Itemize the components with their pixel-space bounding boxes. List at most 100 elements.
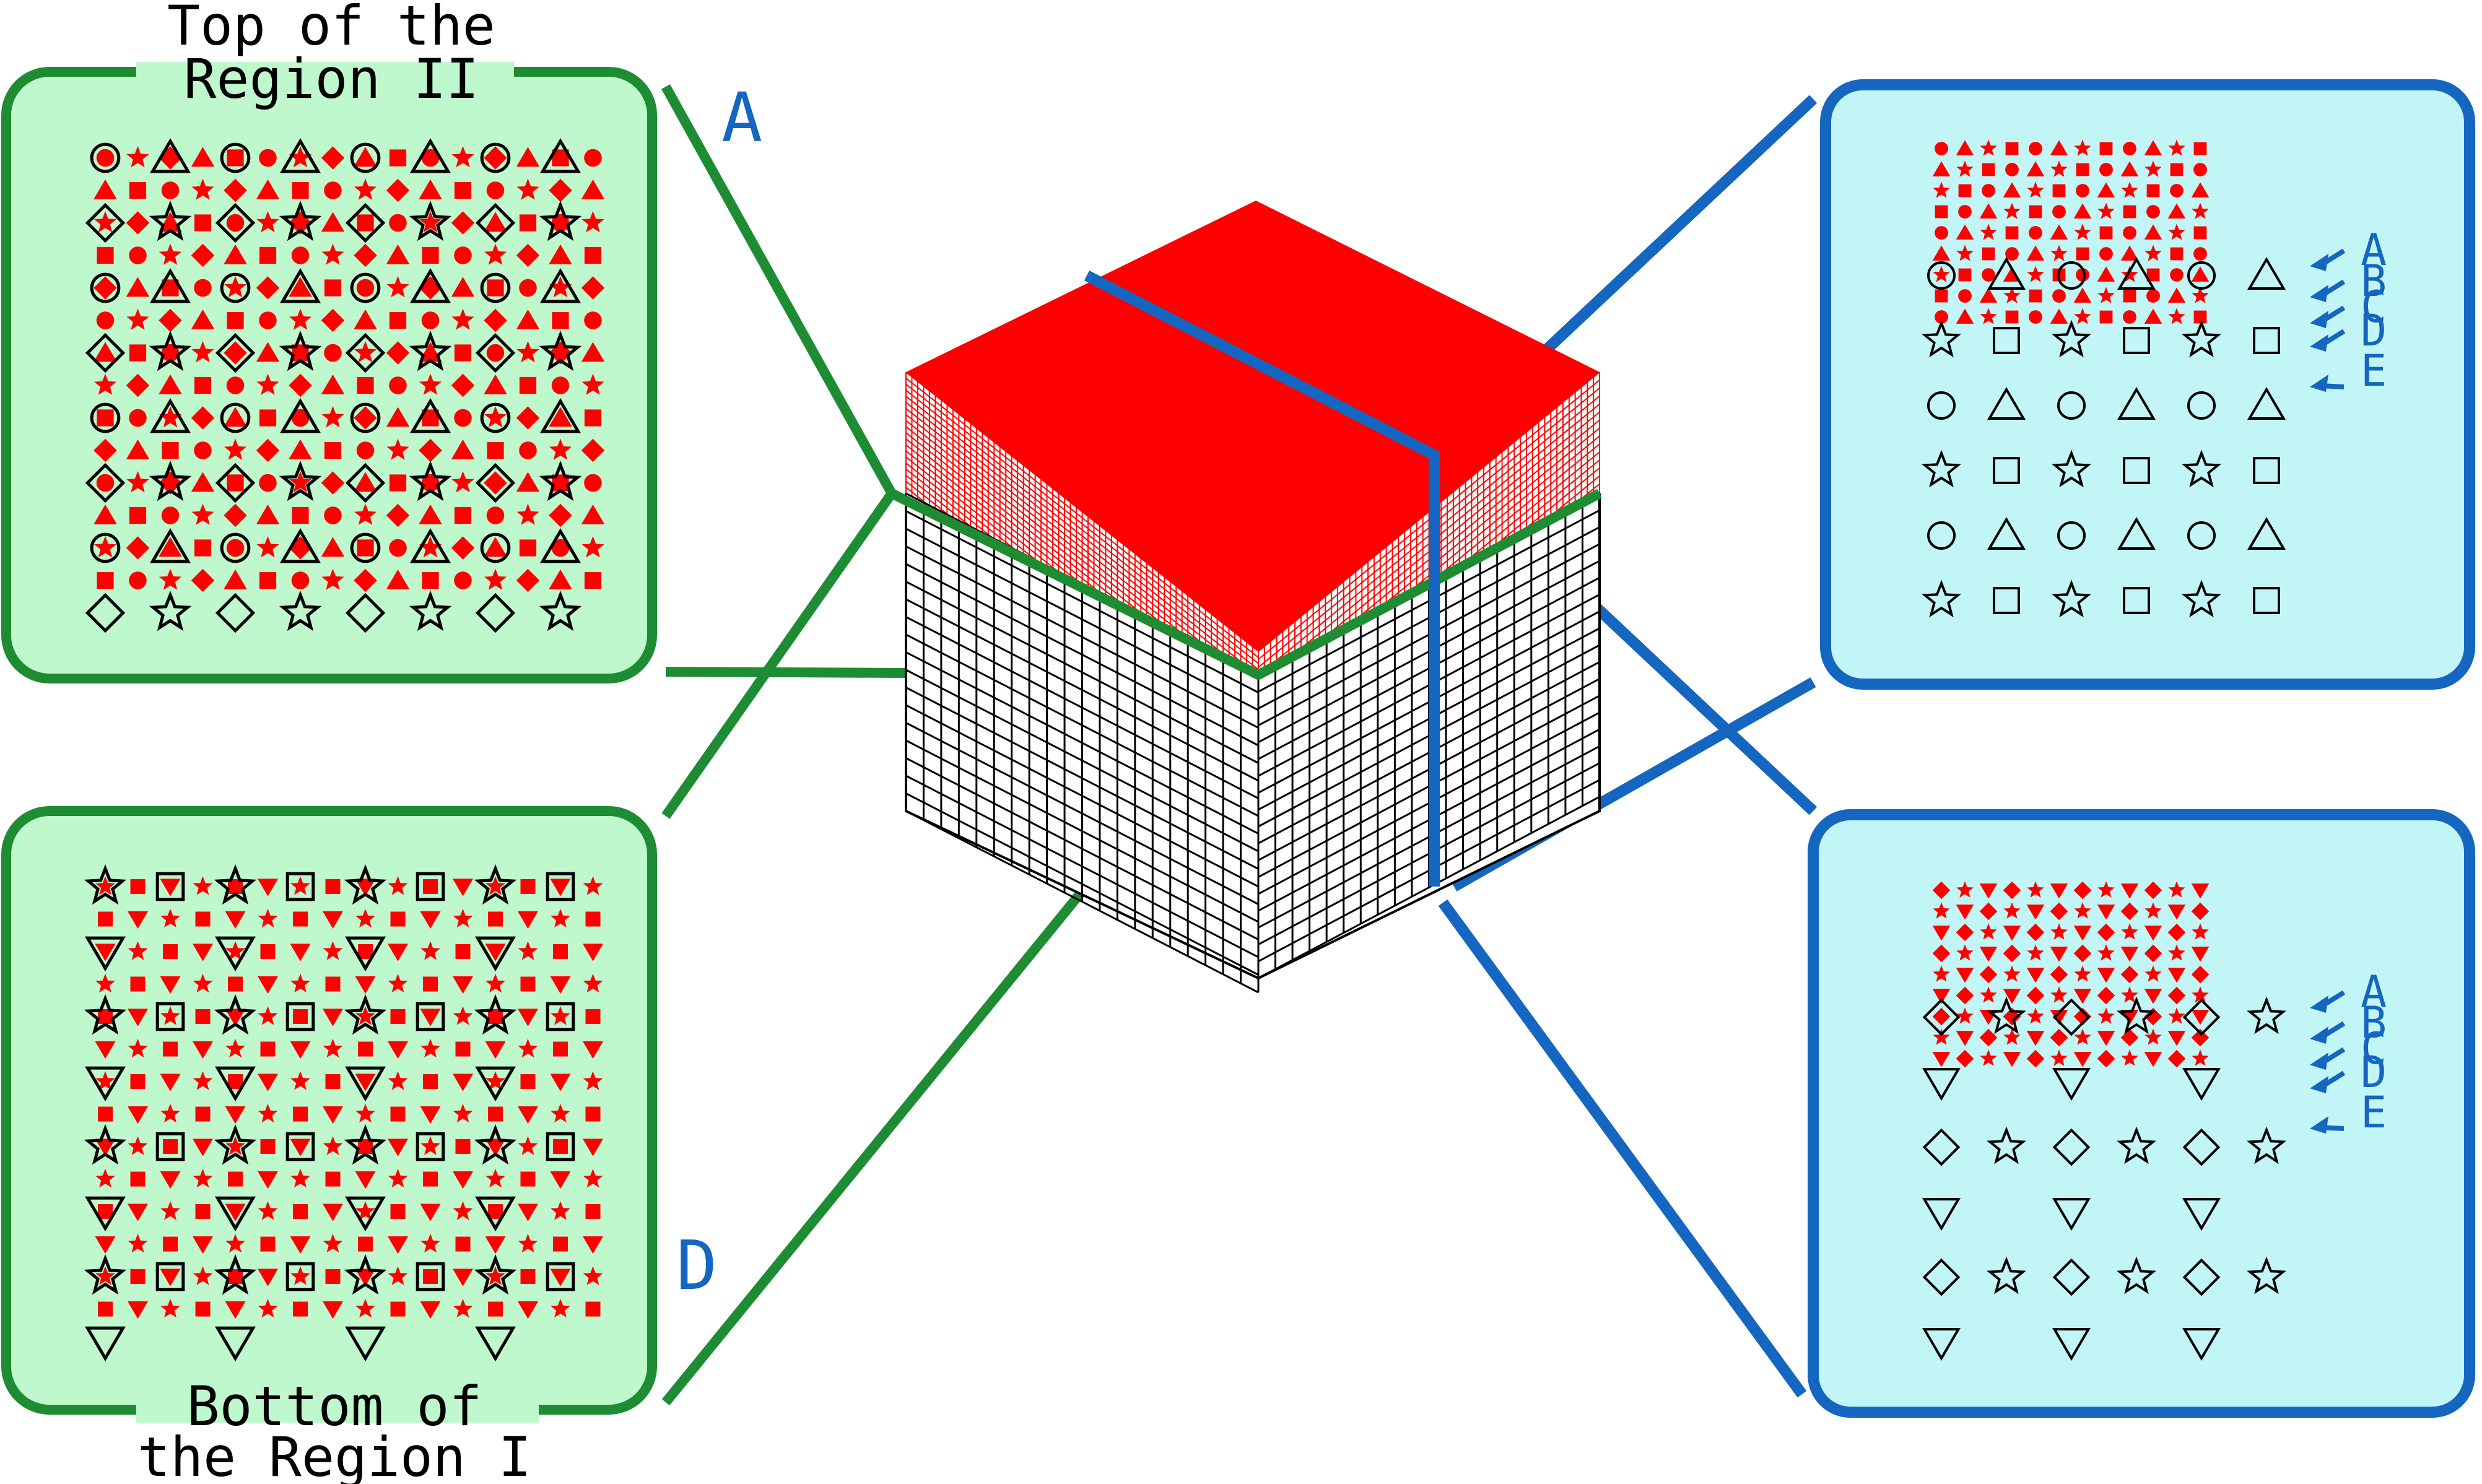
star-mark	[355, 1006, 375, 1025]
inverted-triangle-mark	[355, 879, 376, 896]
star-mark	[2247, 1256, 2286, 1295]
diamond-mark	[2191, 965, 2210, 984]
circle-mark	[2052, 205, 2066, 219]
diamond-mark	[94, 438, 117, 462]
star-mark	[581, 211, 604, 233]
star-mark	[451, 146, 474, 168]
star-mark	[2121, 923, 2138, 940]
inverted-triangle-mark	[453, 976, 473, 994]
square-mark	[260, 944, 276, 959]
diamond-mark	[1956, 986, 1974, 1005]
square-mark	[488, 1106, 503, 1122]
circle-mark	[389, 376, 407, 394]
triangle-mark	[150, 528, 191, 563]
diamond-mark	[2073, 944, 2092, 963]
square-mark	[390, 1106, 406, 1122]
square-mark	[2193, 226, 2207, 240]
inverted-triangle-mark	[2073, 926, 2092, 941]
inverted-triangle-mark	[2003, 1052, 2021, 1067]
inverted-triangle-mark	[453, 1171, 473, 1189]
square-mark	[194, 214, 212, 232]
star-mark	[419, 211, 442, 233]
star-mark	[321, 243, 344, 265]
star-mark	[409, 330, 452, 371]
star-mark	[355, 1103, 375, 1123]
circle-mark	[2123, 226, 2136, 240]
star-mark	[2003, 202, 2021, 219]
inverted-triangle-mark	[2144, 1052, 2162, 1067]
star-mark	[2050, 160, 2068, 177]
triangle-mark	[1979, 203, 1998, 219]
square-mark	[2099, 310, 2113, 324]
inverted-triangle-mark	[2026, 968, 2045, 983]
diamond-mark	[354, 406, 377, 430]
star-mark	[149, 200, 192, 241]
star-mark	[355, 1298, 375, 1318]
inverted-triangle-mark	[1932, 989, 1951, 1004]
inverted-triangle-mark	[420, 1301, 441, 1319]
star-mark	[159, 406, 182, 428]
star-mark	[344, 1124, 387, 1165]
star-mark	[420, 1136, 440, 1155]
star-mark	[1933, 1028, 1950, 1045]
triangle-mark	[2247, 517, 2286, 550]
square-mark	[520, 1269, 536, 1284]
square-mark	[519, 539, 537, 557]
diamond-mark	[1922, 1128, 1961, 1166]
square-mark	[423, 1269, 438, 1284]
square-mark	[454, 344, 472, 362]
inverted-triangle-mark	[2097, 968, 2115, 983]
diamond-mark	[2003, 881, 2021, 900]
grid-line	[905, 545, 1259, 729]
circle-mark	[1982, 268, 1995, 282]
inverted-triangle-mark	[2003, 926, 2021, 941]
star-mark	[258, 908, 278, 928]
diamond-mark	[451, 211, 475, 235]
triangle-mark	[2050, 140, 2068, 155]
circle-mark	[259, 474, 277, 492]
circle-mark	[551, 539, 570, 557]
inverted-triangle-mark	[388, 944, 408, 961]
grid-line	[905, 581, 1259, 764]
square-mark	[2123, 327, 2150, 354]
inverted-triangle-mark	[2144, 989, 2162, 1004]
star-mark	[149, 330, 192, 371]
star-mark	[2168, 1007, 2185, 1024]
grid-line	[905, 527, 1259, 711]
diamond-mark	[516, 568, 540, 592]
blue-cut-line	[1084, 271, 1440, 887]
inverted-triangle-mark	[518, 911, 538, 929]
star-mark	[516, 178, 539, 200]
inverted-triangle-mark	[583, 944, 603, 961]
square-mark	[423, 976, 438, 992]
triangle-mark	[410, 528, 451, 563]
square-mark	[1935, 205, 1948, 219]
inverted-triangle-mark	[128, 1301, 148, 1319]
circle-mark	[486, 181, 505, 199]
square-mark	[488, 1301, 503, 1317]
diamond-mark	[2050, 1028, 2068, 1047]
diamond-mark	[2120, 902, 2139, 921]
triangle-mark	[224, 407, 247, 427]
inverted-triangle-mark	[2097, 1031, 2115, 1046]
circle-mark	[551, 214, 570, 232]
square-mark	[97, 409, 114, 427]
star-mark	[2192, 287, 2209, 303]
inverted-triangle-mark	[2073, 989, 2092, 1004]
inverted-triangle-mark	[290, 944, 311, 961]
square-mark	[455, 1236, 471, 1252]
circle-mark	[584, 474, 602, 492]
square-mark	[155, 1002, 185, 1031]
inverted-triangle-mark	[355, 1171, 376, 1189]
star-mark	[323, 1233, 343, 1253]
star-mark	[95, 1071, 115, 1090]
star-mark	[290, 973, 310, 993]
diamond-mark	[321, 471, 345, 495]
inverted-triangle-mark	[1979, 883, 1998, 899]
grid-line	[905, 402, 1259, 682]
triangle-mark	[289, 439, 312, 459]
square-mark	[2123, 587, 2150, 614]
triangle-mark	[2167, 287, 2186, 303]
star-mark	[1980, 223, 1997, 240]
